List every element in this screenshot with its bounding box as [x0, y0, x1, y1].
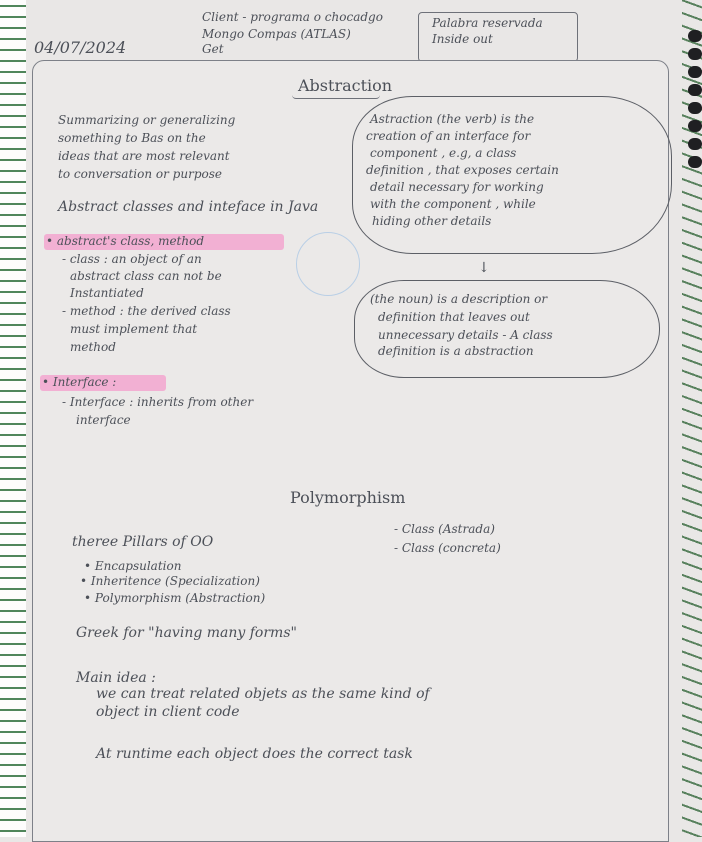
- spiral-ring: [688, 102, 702, 114]
- cloud-top-line-4: definition , that exposes certain: [366, 163, 559, 177]
- header-line-2: Mongo Compas (ATLAS): [202, 27, 351, 41]
- cloud-top-line-6: with the component , while: [370, 197, 536, 211]
- interface-item-2: interface: [76, 413, 131, 427]
- spiral-ring: [688, 30, 702, 42]
- spiral-ring: [688, 48, 702, 60]
- abstraction-title: Abstraction: [298, 76, 393, 95]
- date: 04/07/2024: [34, 38, 127, 57]
- bullet-interface: • Interface :: [42, 375, 117, 389]
- three-pillars: theree Pillars of OO: [72, 534, 214, 550]
- highlight-abstract-class: [44, 234, 284, 250]
- header-box-line-1: Palabra reservada: [432, 16, 543, 30]
- summary-line-1: Summarizing or generalizing: [58, 113, 236, 127]
- spiral-ring: [688, 66, 702, 78]
- faint-stamp: [296, 232, 360, 296]
- cloud-bottom-line-1: (the noun) is a description or: [370, 292, 548, 306]
- pillar-polymorphism: • Polymorphism (Abstraction): [84, 591, 266, 605]
- abstract-classes-heading: Abstract classes and inteface in Java: [58, 199, 319, 215]
- cloud-bottom-line-4: definition is a abstraction: [378, 344, 534, 358]
- abstraction-noun-cloud: [354, 280, 660, 378]
- bullet-abstract-class: • abstract's class, method: [46, 234, 205, 248]
- main-idea-line-2: object in client code: [96, 704, 240, 720]
- header-box-line-2: Inside out: [432, 32, 493, 46]
- greek-meaning: Greek for "having many forms": [76, 625, 297, 641]
- highlight-interface: [40, 375, 166, 391]
- runtime-line: At runtime each object does the correct …: [96, 746, 413, 762]
- summary-line-2: something to Bas on the: [58, 131, 206, 145]
- summary-line-3: ideas that are most relevant: [58, 149, 230, 163]
- down-arrow-icon: ↓: [478, 260, 490, 276]
- interface-item-1: - Interface : inherits from other: [62, 395, 254, 409]
- abstract-item-5: must implement that: [70, 322, 198, 336]
- abstract-item-2: abstract class can not be: [70, 269, 222, 283]
- cloud-bottom-line-2: definition that leaves out: [378, 310, 530, 324]
- header-line-1: Client - programa o chocadgo: [202, 10, 383, 24]
- spiral-ring: [688, 84, 702, 96]
- class-concrete: - Class (concreta): [394, 541, 501, 555]
- abstract-item-6: method: [70, 340, 116, 354]
- header-line-3: Get: [202, 42, 224, 56]
- abstract-item-4: - method : the derived class: [62, 304, 231, 318]
- abstract-item-1: - class : an object of an: [62, 252, 202, 266]
- notebook-binding-left: [0, 0, 26, 837]
- cloud-top-line-5: detail necessary for working: [370, 180, 544, 194]
- spiral-rings: [688, 30, 702, 174]
- cloud-top-line-2: creation of an interface for: [366, 129, 531, 143]
- main-idea-line-1: we can treat related objets as the same …: [96, 686, 430, 702]
- cloud-top-line-1: Astraction (the verb) is the: [370, 112, 535, 126]
- notebook-binding-right: [682, 0, 702, 837]
- main-idea-label: Main idea :: [76, 670, 156, 686]
- pillar-inheritance: • Inheritence (Specialization): [80, 574, 260, 588]
- spiral-ring: [688, 156, 702, 168]
- notebook-page: [32, 60, 669, 842]
- abstraction-verb-cloud: [352, 96, 672, 254]
- spiral-ring: [688, 138, 702, 150]
- summary-line-4: to conversation or purpose: [58, 167, 222, 181]
- polymorphism-title: Polymorphism: [290, 488, 406, 507]
- pillar-encapsulation: • Encapsulation: [84, 559, 182, 573]
- class-abstract: - Class (Astrada): [394, 522, 495, 536]
- cloud-top-line-3: component , e.g, a class: [370, 146, 517, 160]
- cloud-top-line-7: hiding other details: [372, 214, 492, 228]
- cloud-bottom-line-3: unnecessary details - A class: [378, 328, 553, 342]
- title-underline: [292, 74, 380, 99]
- abstract-item-3: Instantiated: [70, 286, 144, 300]
- spiral-ring: [688, 120, 702, 132]
